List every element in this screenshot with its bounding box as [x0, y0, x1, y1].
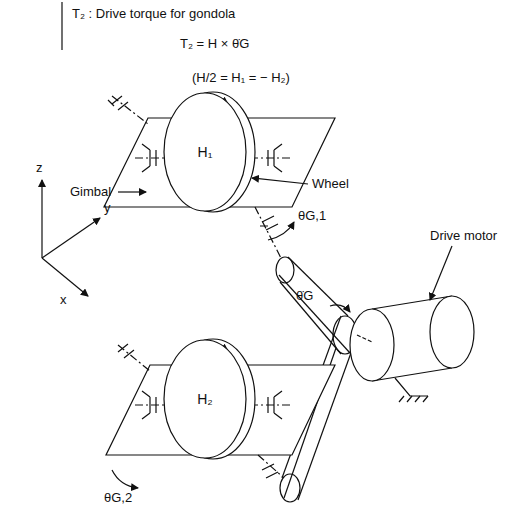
angle-label: θG,1 [298, 208, 326, 223]
momentum-label: H₁ [198, 144, 213, 160]
wheel-disk: H₂ [163, 339, 247, 459]
momentum-relation: (H/2 = H₁ = − H₂) [192, 70, 290, 85]
axis-label: z [36, 160, 43, 175]
part-name: Drive motor [430, 228, 497, 243]
axis-label: x [60, 292, 67, 307]
part-name: Gimbal [70, 184, 111, 199]
angle-label: θG,2 [104, 490, 132, 505]
part-name: Wheel [312, 176, 349, 191]
torque-note: T₂ : Drive torque for gondola [72, 6, 235, 21]
wheel-disk: H₁ [163, 92, 247, 212]
rate-label: θ̇G [296, 288, 313, 303]
axis-label: y [104, 200, 111, 215]
torque-equation: T₂ = H × θ̇G [180, 36, 249, 51]
momentum-label: H₂ [197, 391, 213, 407]
